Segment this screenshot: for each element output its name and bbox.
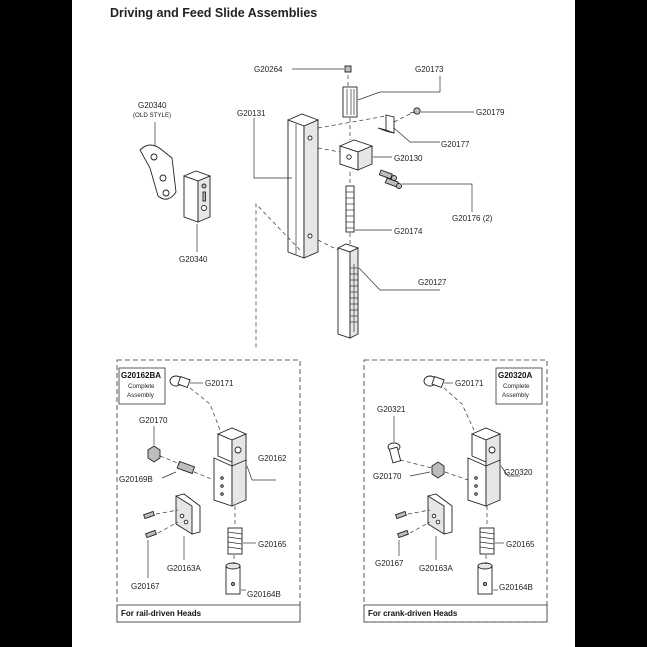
label-right-g20164b: G20164B: [499, 583, 533, 592]
label-left-g20163a: G20163A: [167, 564, 201, 573]
page-title: Driving and Feed Slide Assemblies: [110, 6, 318, 20]
label-right-g20320: G20320: [504, 468, 533, 477]
label-left-g20164b: G20164B: [247, 590, 281, 599]
label-g20176: G20176 (2): [452, 214, 493, 223]
part-left-g20162: [213, 427, 248, 507]
left-panel-footer: For rail-driven Heads: [121, 609, 202, 618]
part-g20340-old-style: [139, 144, 177, 200]
label-left-g20167: G20167: [131, 582, 160, 591]
label-g20340-old: G20340: [138, 101, 167, 110]
label-left-g20169b: G20169B: [119, 475, 153, 484]
part-g20340: [182, 170, 212, 223]
label-left-g20171: G20171: [205, 379, 234, 388]
part-g20179: [409, 107, 421, 115]
part-g20131: [286, 113, 320, 259]
label-right-g20163a: G20163A: [419, 564, 453, 573]
part-right-g20165: [479, 527, 495, 555]
part-left-g20163a: [175, 493, 201, 535]
label-right-g20321: G20321: [377, 405, 406, 414]
part-right-g20167: [395, 510, 409, 539]
part-right-g20170: [431, 461, 445, 479]
part-left-g20171: [169, 375, 191, 389]
part-left-g20164b: [225, 562, 241, 595]
label-right-g20171: G20171: [455, 379, 484, 388]
left-assembly-line2: Assembly: [127, 392, 155, 399]
part-g20173: [342, 86, 358, 118]
label-left-g20170: G20170: [139, 416, 168, 425]
part-g20130: [338, 139, 374, 171]
part-right-g20163a: [427, 493, 453, 535]
right-assembly-line1: Complete: [503, 383, 530, 390]
label-right-g20165: G20165: [506, 540, 535, 549]
label-left-g20162: G20162: [258, 454, 287, 463]
part-right-g20164b: [477, 562, 493, 595]
label-g20130: G20130: [394, 154, 423, 163]
part-left-g20167: [143, 510, 157, 539]
right-panel: G20320A Complete Assembly For crank-driv…: [363, 359, 548, 623]
right-assembly-line2: Assembly: [502, 392, 530, 399]
part-g20176: [378, 169, 402, 189]
label-g20174: G20174: [394, 227, 423, 236]
part-left-g20170: [147, 445, 161, 463]
label-g20264: G20264: [254, 65, 283, 74]
left-assembly-number: G20162BA: [121, 371, 161, 380]
label-right-g20170: G20170: [373, 472, 402, 481]
left-panel: G20162BA Complete Assembly For rail-driv…: [116, 359, 301, 623]
label-g20179: G20179: [476, 108, 505, 117]
label-g20131: G20131: [237, 109, 266, 118]
label-g20177: G20177: [441, 140, 470, 149]
right-assembly-number: G20320A: [498, 371, 532, 380]
label-right-g20167: G20167: [375, 559, 404, 568]
right-panel-footer: For crank-driven Heads: [368, 609, 458, 618]
part-g20127: [336, 243, 360, 339]
part-right-g20321: [387, 442, 402, 464]
part-left-g20169b: [176, 460, 196, 475]
label-left-g20165: G20165: [258, 540, 287, 549]
part-right-g20171: [423, 375, 445, 389]
label-g20340: G20340: [179, 255, 208, 264]
part-right-g20320: [467, 427, 502, 507]
part-g20264: [344, 65, 352, 73]
part-left-g20165: [227, 527, 243, 555]
label-g20127: G20127: [418, 278, 447, 287]
part-g20177: [377, 114, 395, 134]
part-g20174: [345, 185, 355, 233]
left-assembly-line1: Complete: [128, 383, 155, 390]
label-g20173: G20173: [415, 65, 444, 74]
label-old-style: (OLD STYLE): [133, 112, 171, 119]
